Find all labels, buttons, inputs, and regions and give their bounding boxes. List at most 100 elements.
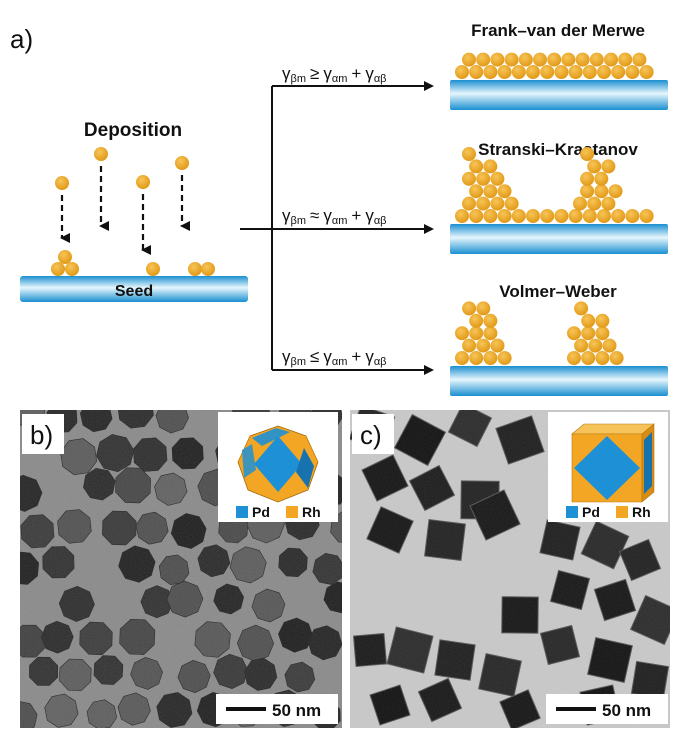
atom bbox=[455, 65, 469, 79]
atom bbox=[462, 196, 476, 211]
atom bbox=[462, 301, 477, 316]
cube-model-icon bbox=[571, 423, 655, 503]
atom bbox=[476, 196, 491, 211]
legend-label-pd-c: Pd bbox=[582, 504, 600, 520]
scale-bar-label-c: 50 nm bbox=[602, 701, 651, 720]
atom bbox=[604, 52, 618, 67]
atom bbox=[582, 209, 597, 223]
atom bbox=[568, 65, 583, 79]
mode-title-vw: Volmer–Weber bbox=[499, 282, 617, 301]
branch-arrows bbox=[240, 81, 434, 375]
atom bbox=[573, 196, 587, 211]
seed-atoms bbox=[51, 250, 215, 276]
atom bbox=[455, 326, 469, 341]
atom bbox=[476, 301, 491, 316]
atom bbox=[597, 209, 611, 223]
atom bbox=[497, 65, 512, 79]
atom bbox=[561, 52, 576, 67]
atom bbox=[602, 338, 617, 353]
atom bbox=[504, 52, 519, 67]
atom bbox=[483, 159, 498, 174]
atom bbox=[497, 184, 512, 199]
atom bbox=[639, 65, 654, 79]
atom bbox=[511, 209, 526, 223]
scale-bar-label-b: 50 nm bbox=[272, 701, 321, 720]
atom bbox=[490, 338, 505, 353]
atom bbox=[594, 171, 609, 186]
atom bbox=[469, 313, 484, 328]
atom bbox=[587, 159, 602, 174]
deposit-atom bbox=[55, 176, 69, 190]
condition-sk: γβm≈γαm+γαβ bbox=[282, 206, 387, 227]
atom bbox=[483, 313, 498, 328]
atom-layer-vw bbox=[455, 301, 624, 365]
atom bbox=[483, 65, 498, 79]
legend-swatch-rh-c bbox=[616, 506, 628, 518]
atom bbox=[581, 326, 596, 341]
atom bbox=[476, 338, 491, 353]
atom bbox=[618, 52, 633, 67]
atom bbox=[497, 209, 512, 223]
substrate-fvdm bbox=[450, 80, 668, 110]
atom bbox=[483, 351, 498, 365]
atom bbox=[455, 351, 469, 365]
legend-swatch-pd-c bbox=[566, 506, 578, 518]
atom bbox=[608, 184, 623, 199]
atom bbox=[574, 301, 589, 316]
atom bbox=[554, 209, 569, 223]
condition-vw: γβm≤γαm+γαβ bbox=[282, 347, 387, 368]
atom bbox=[511, 65, 526, 79]
atom bbox=[518, 52, 533, 67]
condition-fvdm: γβm≥γαm+γαβ bbox=[282, 64, 387, 85]
deposit-atom bbox=[94, 147, 108, 161]
atom bbox=[490, 171, 505, 186]
legend-label-rh-b: Rh bbox=[302, 504, 321, 520]
deposit-atom bbox=[175, 156, 189, 170]
atom bbox=[490, 196, 505, 211]
atom bbox=[611, 65, 626, 79]
falling-atoms bbox=[55, 147, 190, 255]
atom bbox=[601, 196, 616, 211]
mode-title-fvdm: Frank–van der Merwe bbox=[471, 21, 645, 40]
panel-a-label: a) bbox=[10, 24, 33, 54]
atom bbox=[611, 209, 626, 223]
atom bbox=[582, 65, 597, 79]
deposit-atom bbox=[136, 175, 150, 189]
seed-label: Seed bbox=[115, 283, 153, 300]
atom bbox=[504, 196, 519, 211]
atom bbox=[455, 209, 469, 223]
atom bbox=[625, 65, 640, 79]
atom bbox=[567, 351, 581, 365]
atom bbox=[526, 209, 540, 223]
atom bbox=[469, 159, 484, 174]
atom bbox=[609, 351, 624, 365]
atom bbox=[568, 209, 583, 223]
scale-bar-c bbox=[556, 707, 596, 711]
atom bbox=[483, 326, 498, 341]
atom bbox=[580, 147, 595, 161]
atom bbox=[595, 351, 610, 365]
atom bbox=[595, 313, 610, 328]
atom bbox=[547, 52, 562, 67]
panel-b-label: b) bbox=[30, 420, 53, 450]
atom bbox=[595, 326, 610, 341]
atom bbox=[540, 209, 555, 223]
atom bbox=[462, 338, 477, 353]
atom bbox=[587, 196, 602, 211]
atom bbox=[540, 65, 555, 79]
atom bbox=[580, 171, 595, 186]
atom bbox=[483, 184, 498, 199]
atom bbox=[581, 351, 596, 365]
atom bbox=[594, 184, 609, 199]
atom bbox=[554, 65, 569, 79]
atom bbox=[462, 171, 476, 186]
atom bbox=[580, 184, 595, 199]
atom bbox=[462, 52, 476, 67]
atom bbox=[469, 184, 484, 199]
atom-layer-fvdm bbox=[455, 52, 654, 79]
atom bbox=[462, 147, 476, 161]
atom bbox=[497, 351, 512, 365]
atom bbox=[575, 52, 590, 67]
atom bbox=[469, 209, 484, 223]
legend-swatch-pd-b bbox=[236, 506, 248, 518]
